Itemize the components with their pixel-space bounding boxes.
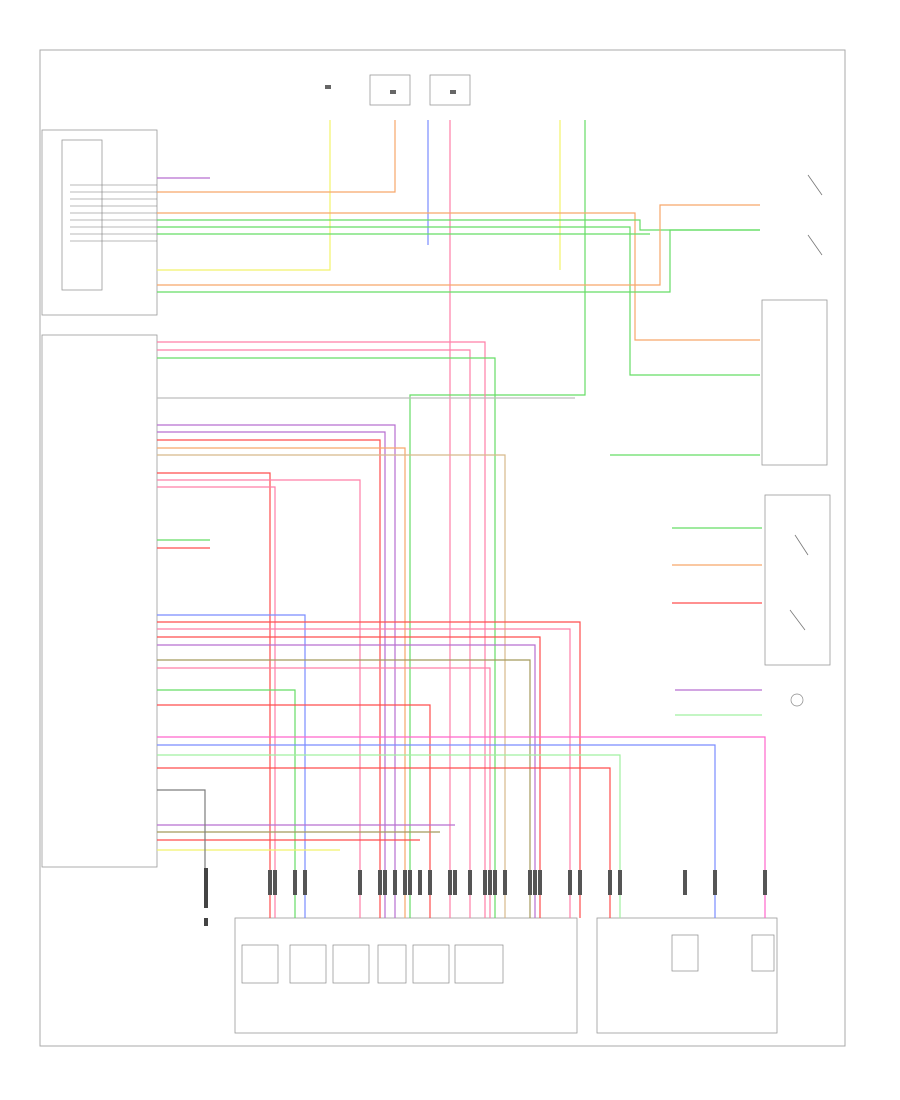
wire-19 — [157, 439, 381, 918]
wire-13 — [157, 341, 486, 918]
wire-37 — [157, 744, 716, 918]
wire-12 — [157, 229, 760, 293]
wire-14 — [157, 349, 471, 918]
wire-38 — [157, 754, 621, 918]
connector-stub-14 — [468, 870, 472, 895]
connector-stub-28 — [763, 870, 767, 895]
wire-27 — [157, 614, 306, 918]
wire-29 — [157, 628, 571, 918]
wire-34 — [157, 689, 296, 918]
wire-8 — [157, 219, 760, 231]
wire-36 — [157, 736, 766, 918]
transmission-control-module — [41, 334, 208, 926]
connector-stub-24 — [608, 870, 612, 895]
wire-30 — [157, 636, 541, 918]
connector-stub-8 — [403, 870, 407, 895]
wire-24 — [157, 486, 276, 918]
connector-stub-1 — [273, 870, 277, 895]
connector-stub-25 — [618, 870, 622, 895]
wire-23 — [157, 479, 361, 918]
right-switches — [761, 174, 831, 707]
connector-stub-13 — [453, 870, 457, 895]
wire-1 — [157, 120, 396, 193]
wire-31 — [157, 644, 536, 918]
wire-6 — [409, 120, 586, 918]
connector-stub-5 — [378, 870, 382, 895]
wire-22 — [157, 472, 271, 918]
connector-stub-4 — [358, 870, 362, 895]
connector-stub-11 — [428, 870, 432, 895]
connector-stubs — [268, 870, 767, 895]
connector-stub-16 — [488, 870, 492, 895]
wire-28 — [157, 621, 581, 918]
wire-17 — [157, 424, 396, 918]
wire-44 — [157, 789, 206, 868]
connector-stub-27 — [713, 870, 717, 895]
wires — [157, 120, 766, 918]
connector-stub-2 — [293, 870, 297, 895]
connector-stub-19 — [528, 870, 532, 895]
connector-stub-21 — [538, 870, 542, 895]
wire-20 — [157, 447, 406, 918]
sensor-block — [234, 917, 778, 1034]
wire-32 — [157, 659, 531, 918]
connector-stub-22 — [568, 870, 572, 895]
diagram-frame — [39, 49, 846, 1047]
wire-21 — [157, 454, 506, 918]
wire-35 — [157, 704, 431, 918]
wire-11 — [157, 204, 760, 286]
wire-15 — [157, 357, 496, 918]
connector-stub-23 — [578, 870, 582, 895]
wire-7 — [157, 212, 760, 341]
wire-39 — [157, 767, 611, 918]
connector-stub-3 — [303, 870, 307, 895]
connector-stub-10 — [418, 870, 422, 895]
wire-0 — [157, 120, 331, 271]
connector-stub-12 — [448, 870, 452, 895]
wire-18 — [157, 431, 386, 918]
connector-stub-20 — [533, 870, 537, 895]
connector-stub-18 — [503, 870, 507, 895]
connector-stub-9 — [408, 870, 412, 895]
combination-meter — [41, 129, 158, 316]
connector-stub-6 — [383, 870, 387, 895]
wire-9 — [157, 226, 760, 376]
connector-stub-17 — [493, 870, 497, 895]
connector-stub-15 — [483, 870, 487, 895]
connector-stub-0 — [268, 870, 272, 895]
fuse-boxes — [325, 74, 471, 106]
connector-stub-7 — [393, 870, 397, 895]
connector-stub-26 — [683, 870, 687, 895]
wire-33 — [157, 667, 491, 918]
